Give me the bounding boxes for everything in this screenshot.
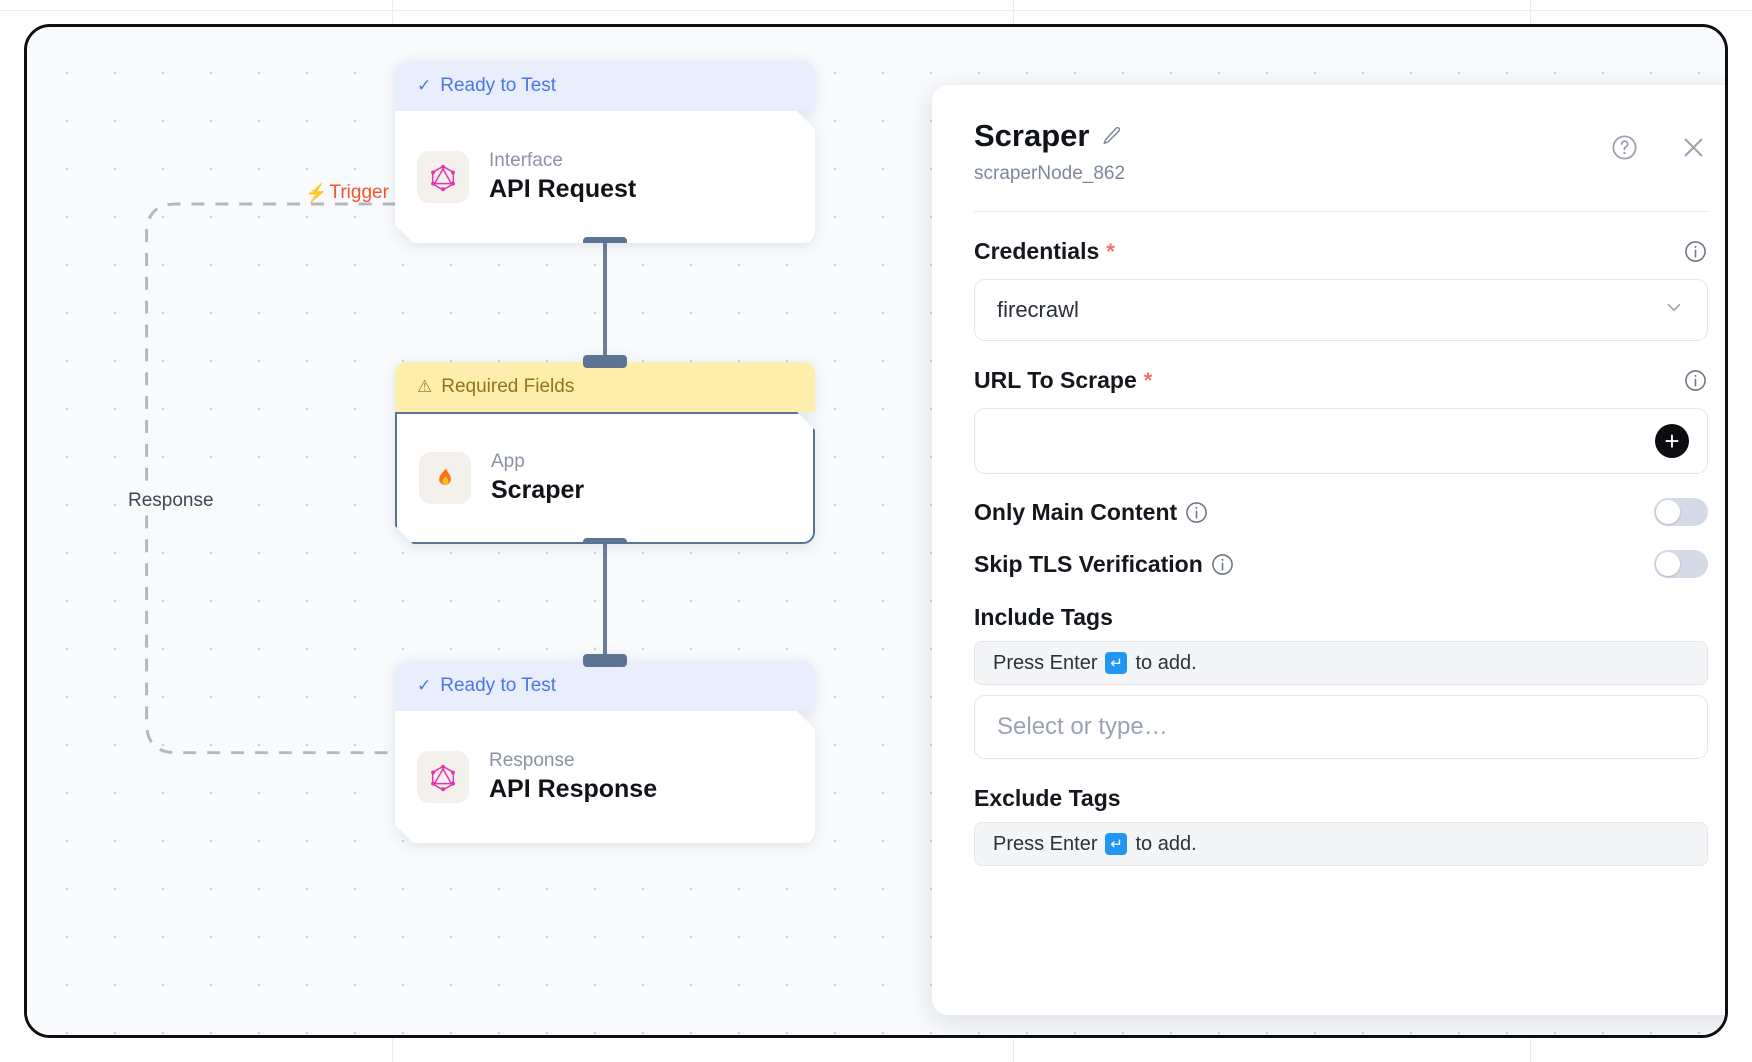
node-config-panel: Scraper scraperNode_862 xyxy=(932,85,1725,1015)
node-text: App Scraper xyxy=(491,450,584,507)
node-scraper[interactable]: ⚠ Required Fields App Scraper xyxy=(395,355,815,544)
node-api-response[interactable]: ✓ Ready to Test xyxy=(395,654,815,843)
node-title-label: Scraper xyxy=(491,476,585,505)
hint-suffix: to add. xyxy=(1135,651,1197,674)
enter-key-icon: ↵ xyxy=(1105,833,1128,856)
panel-divider xyxy=(974,211,1708,213)
field-label-credentials: Credentials * xyxy=(974,238,1115,265)
node-status-label: Required Fields xyxy=(441,376,575,397)
field-label-text: Credentials xyxy=(974,238,1100,265)
field-skip-tls-verification: Skip TLS Verification xyxy=(974,550,1708,579)
only-main-content-toggle[interactable] xyxy=(1654,498,1708,527)
node-handle-top[interactable] xyxy=(583,355,627,368)
workflow-canvas-frame: ⚡ Trigger Response ✓ Ready to Test xyxy=(24,24,1728,1038)
node-api-request[interactable]: ✓ Ready to Test xyxy=(395,61,815,243)
node-body[interactable]: App Scraper xyxy=(395,412,815,544)
close-icon[interactable] xyxy=(1679,133,1708,162)
plus-icon[interactable]: + xyxy=(1655,424,1689,459)
field-credentials: Credentials * xyxy=(974,238,1708,342)
workflow-canvas[interactable]: ⚡ Trigger Response ✓ Ready to Test xyxy=(27,27,1725,1035)
link-line-scraper-to-response xyxy=(603,539,607,657)
node-status-badge: ⚠ Required Fields xyxy=(395,362,815,412)
credentials-select[interactable]: firecrawl xyxy=(974,279,1708,342)
required-marker: * xyxy=(1143,367,1153,393)
field-label-only-main-content: Only Main Content xyxy=(974,499,1209,526)
edge-label-trigger: ⚡ Trigger xyxy=(305,182,389,204)
required-marker: * xyxy=(1106,238,1115,264)
check-icon: ✓ xyxy=(417,76,432,95)
check-icon: ✓ xyxy=(417,676,432,695)
warning-triangle-icon: ⚠ xyxy=(417,377,433,396)
node-status-label: Ready to Test xyxy=(440,675,557,696)
node-status-badge: ✓ Ready to Test xyxy=(395,661,815,711)
edge-label-response: Response xyxy=(123,489,219,513)
include-tags-input[interactable]: Select or type… xyxy=(974,695,1708,760)
exclude-tags-hint: Press Enter ↵ to add. xyxy=(974,822,1708,867)
credentials-value: firecrawl xyxy=(997,297,1079,323)
toggle-knob xyxy=(1656,552,1680,577)
node-title-label: API Response xyxy=(489,775,658,804)
include-tags-hint: Press Enter ↵ to add. xyxy=(974,641,1708,686)
edge-label-response-text: Response xyxy=(128,490,214,511)
chevron-down-icon xyxy=(1663,296,1685,324)
flame-icon xyxy=(419,452,471,504)
node-body[interactable]: Interface API Request xyxy=(395,111,815,243)
info-icon[interactable] xyxy=(1184,500,1209,525)
node-kind-label: Interface xyxy=(489,149,563,171)
field-label-exclude-tags: Exclude Tags xyxy=(974,785,1121,812)
field-label-text: Skip TLS Verification xyxy=(974,550,1203,577)
info-icon[interactable] xyxy=(1683,368,1708,393)
pencil-icon[interactable] xyxy=(1101,125,1123,147)
node-status-badge: ✓ Ready to Test xyxy=(395,61,815,111)
node-title-label: API Request xyxy=(489,175,637,204)
page-title: Scraper xyxy=(974,118,1090,153)
node-text: Response API Response xyxy=(489,749,657,806)
field-label-text: Only Main Content xyxy=(974,498,1178,525)
hint-prefix: Press Enter xyxy=(993,832,1098,855)
node-body[interactable]: Response API Response xyxy=(395,711,815,843)
field-only-main-content: Only Main Content xyxy=(974,498,1708,527)
field-label-skip-tls-verification: Skip TLS Verification xyxy=(974,551,1235,578)
field-url-to-scrape: URL To Scrape * xyxy=(974,367,1708,475)
lightning-bolt-icon: ⚡ xyxy=(305,183,328,203)
node-status-label: Ready to Test xyxy=(440,75,557,96)
node-id-label: scraperNode_862 xyxy=(974,163,1126,185)
background-divider xyxy=(0,10,1752,11)
field-label-url-to-scrape: URL To Scrape * xyxy=(974,367,1152,394)
enter-key-icon: ↵ xyxy=(1105,652,1128,675)
include-tags-placeholder: Select or type… xyxy=(997,713,1168,741)
skip-tls-verification-toggle[interactable] xyxy=(1654,550,1708,579)
url-to-scrape-input[interactable]: + xyxy=(974,408,1708,475)
info-icon[interactable] xyxy=(1683,239,1708,264)
info-icon[interactable] xyxy=(1210,552,1235,577)
panel-header: Scraper scraperNode_862 xyxy=(974,118,1708,185)
graphql-icon xyxy=(417,751,469,803)
hint-prefix: Press Enter xyxy=(993,651,1098,674)
node-kind-label: Response xyxy=(489,749,575,771)
link-line-request-to-scraper xyxy=(603,242,607,362)
field-label-text: URL To Scrape xyxy=(974,367,1137,394)
node-kind-label: App xyxy=(491,450,525,472)
edge-label-trigger-text: Trigger xyxy=(329,182,389,203)
field-label-include-tags: Include Tags xyxy=(974,604,1113,631)
hint-suffix: to add. xyxy=(1135,832,1197,855)
node-text: Interface API Request xyxy=(489,149,636,206)
node-handle-top[interactable] xyxy=(583,654,627,667)
help-circle-icon[interactable] xyxy=(1610,133,1639,162)
toggle-knob xyxy=(1656,500,1680,525)
graphql-icon xyxy=(417,151,469,203)
